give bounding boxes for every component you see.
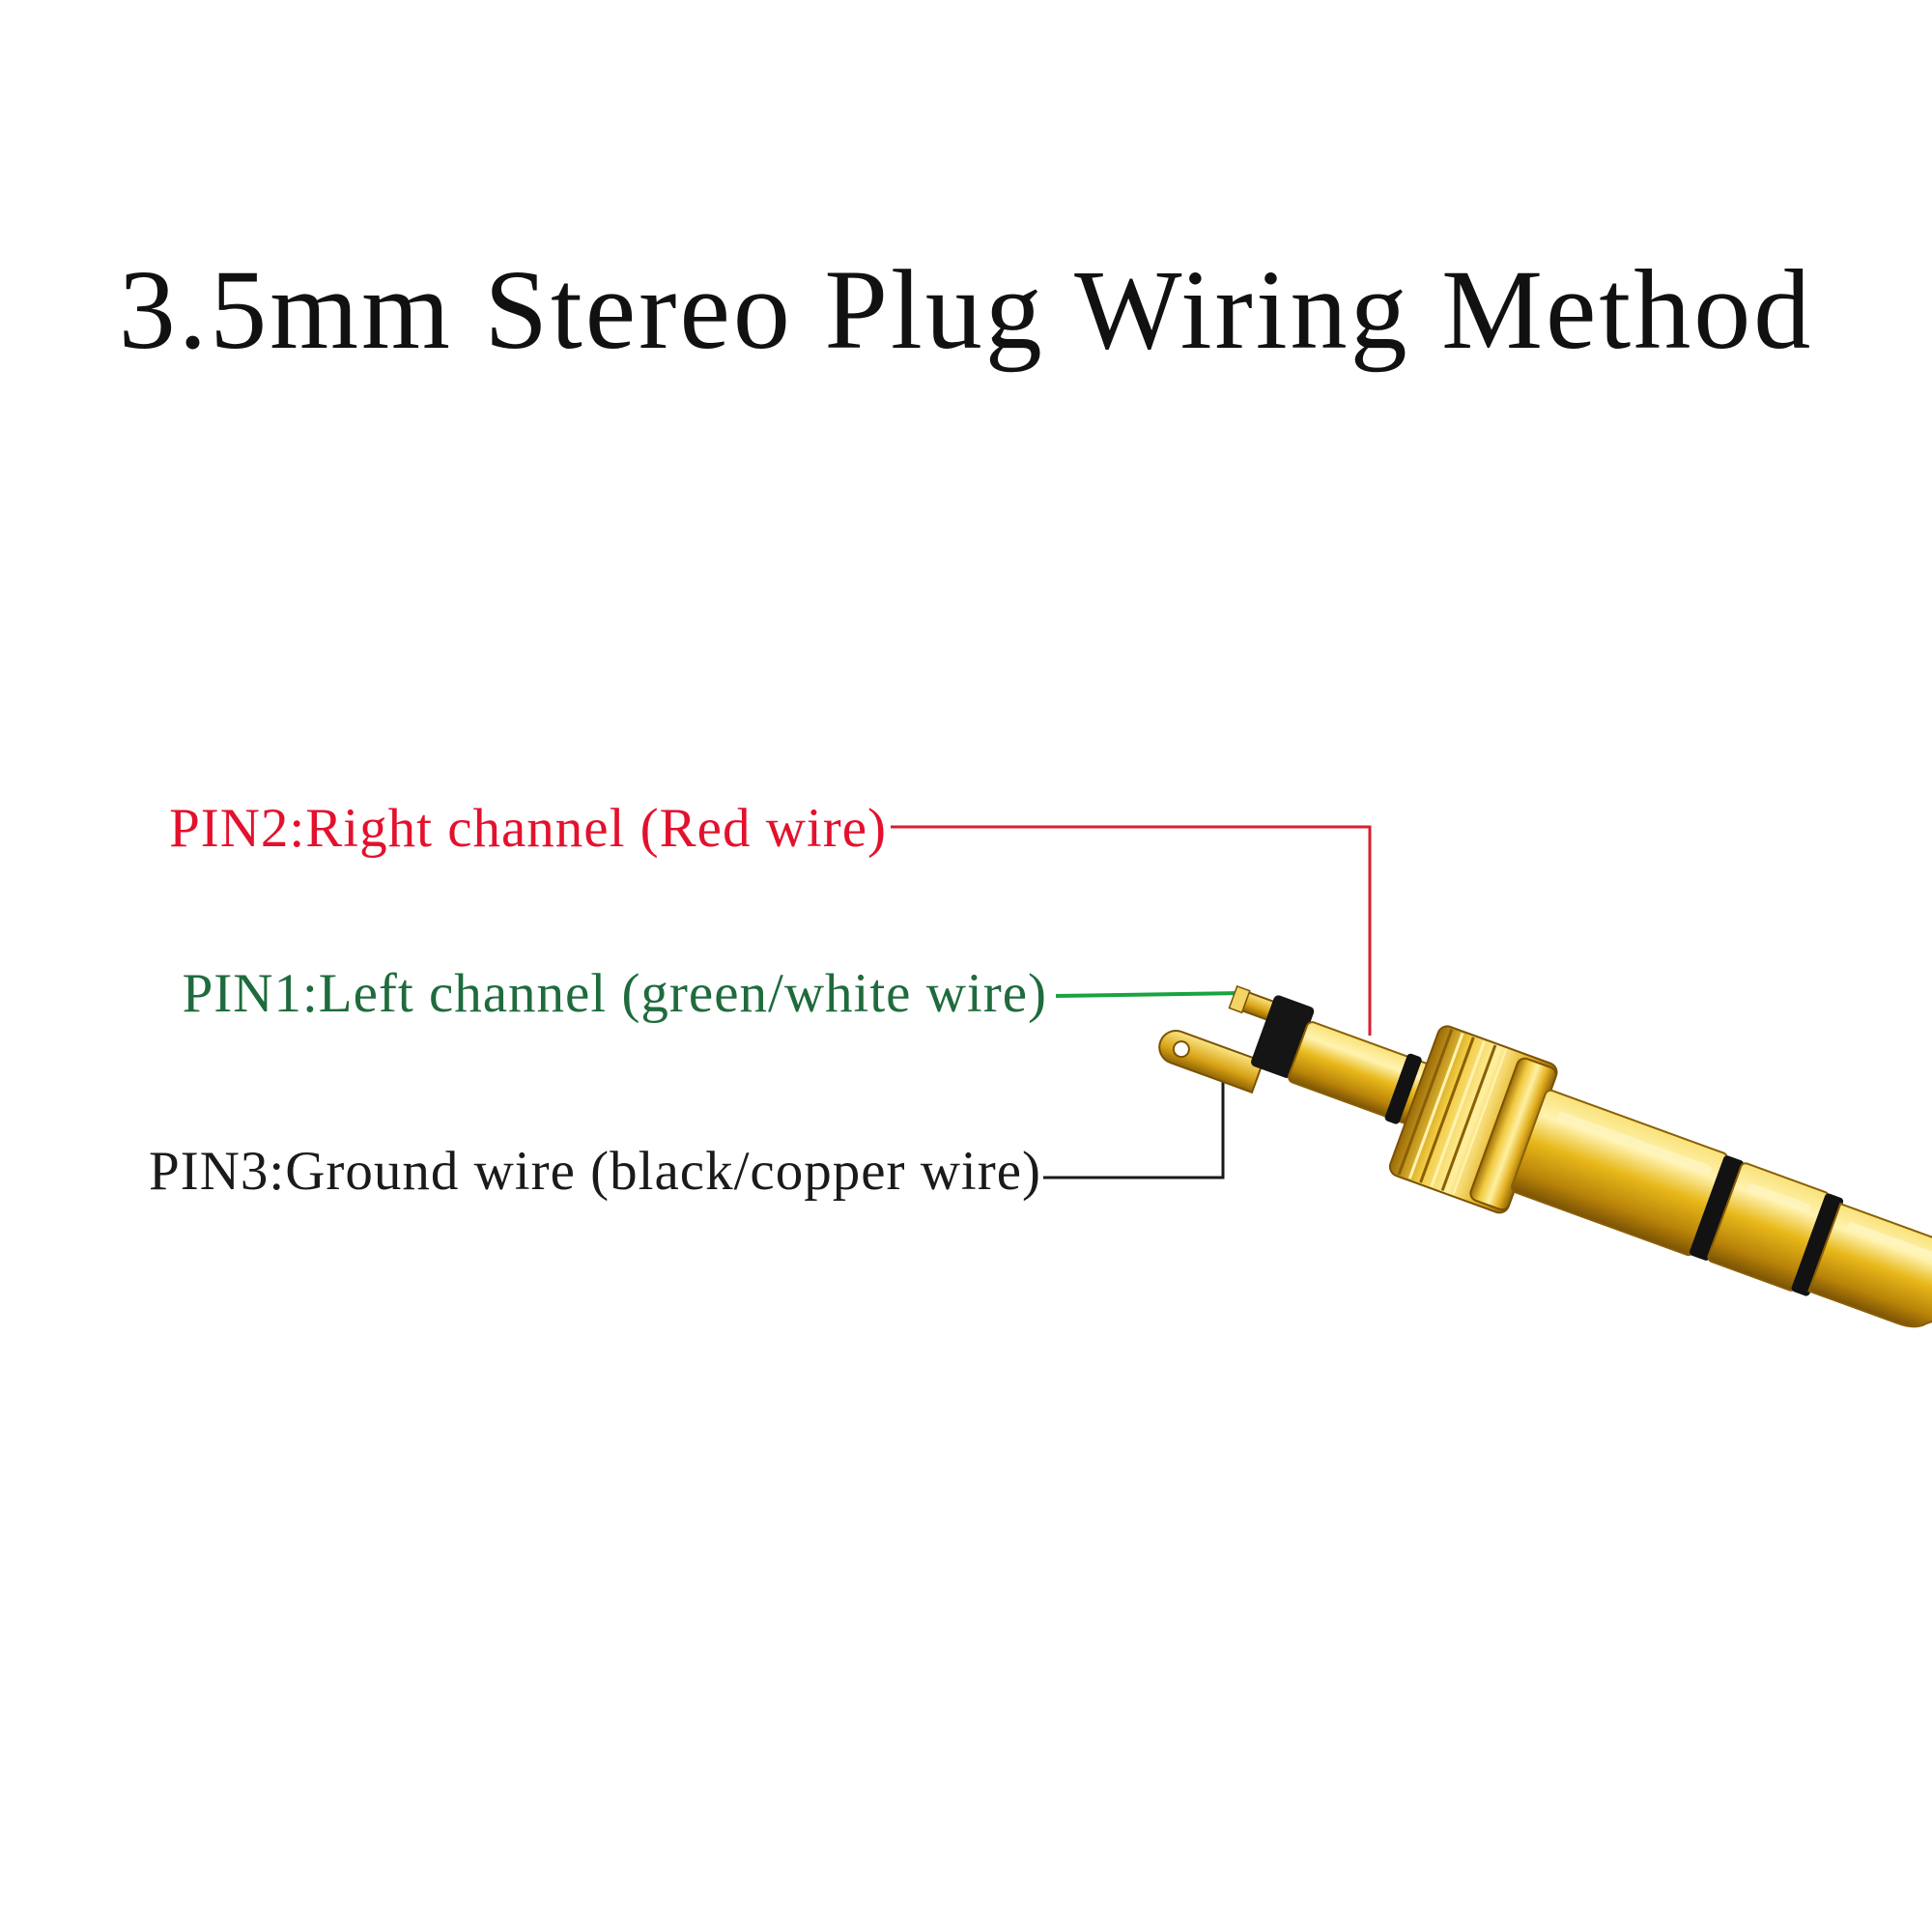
insulator-ring-2 <box>1791 1193 1844 1296</box>
ground-solder-lug <box>1158 1030 1264 1094</box>
threaded-nut <box>1388 1025 1558 1214</box>
stereo-plug <box>1158 984 1932 1328</box>
pin1-leader-line <box>1055 991 1242 998</box>
pin2-leader-line <box>891 825 1372 1036</box>
insulator-ring-1 <box>1690 1155 1745 1261</box>
diagram-title: 3.5mm Stereo Plug Wiring Method <box>118 246 1814 373</box>
pin1-label: PIN1:Left channel (green/white wire) <box>182 963 1047 1024</box>
insulator-block <box>1251 995 1315 1078</box>
plug-shaft <box>1511 1089 1728 1257</box>
pin3-label: PIN3:Ground wire (black/copper wire) <box>149 1141 1041 1202</box>
pin3-leader-line <box>1043 1063 1225 1179</box>
pin2-label: PIN2:Right channel (Red wire) <box>169 798 887 859</box>
